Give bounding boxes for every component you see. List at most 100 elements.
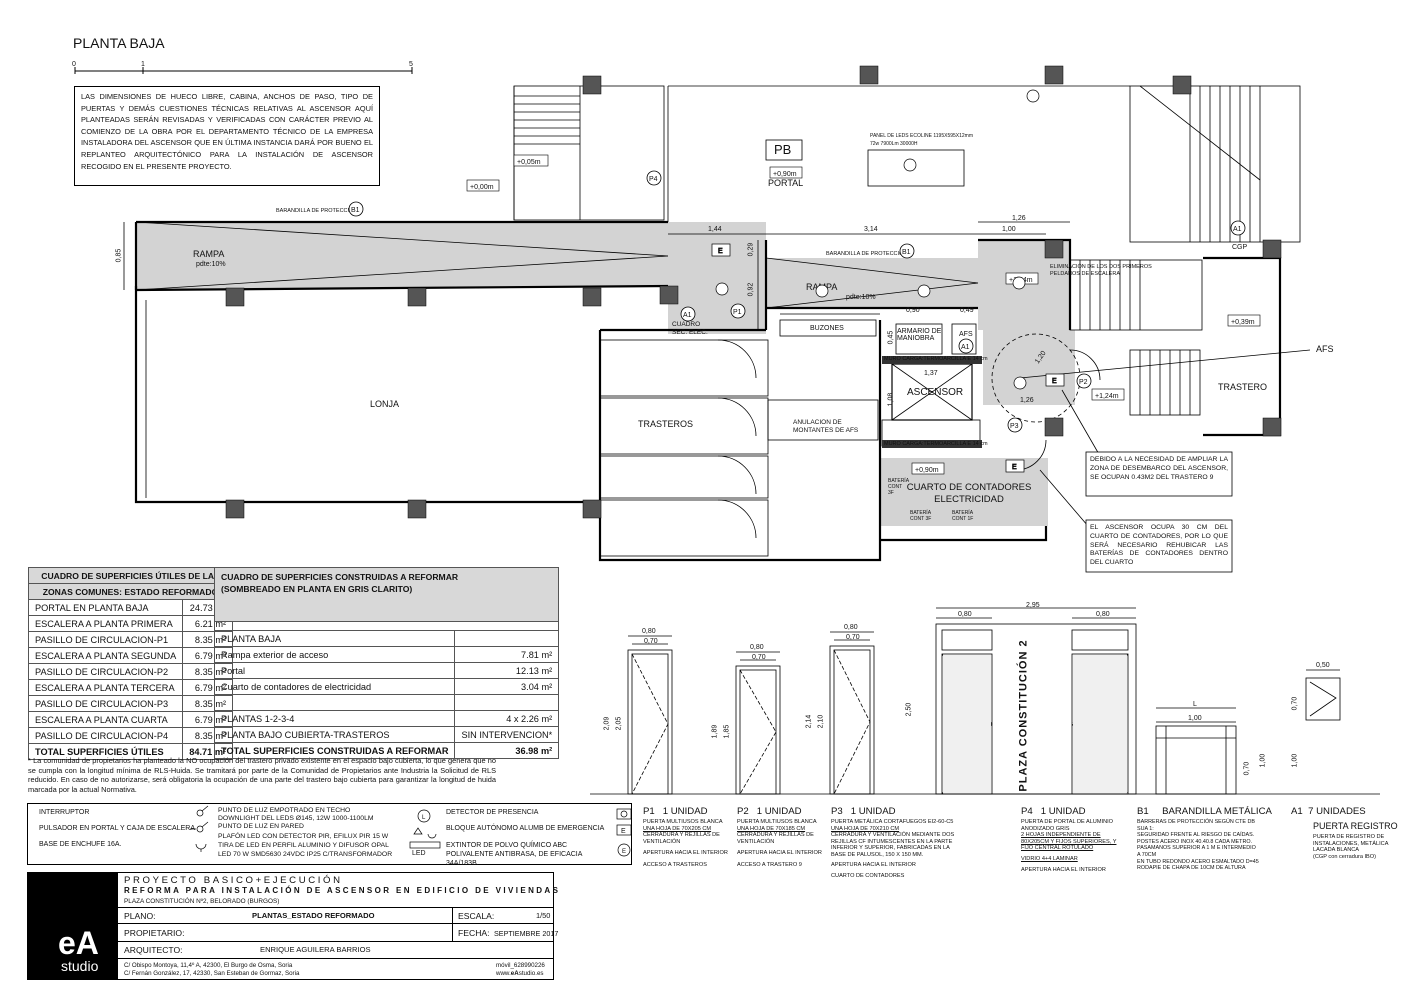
built-title-1: CUADRO DE SUPERFICIES CONSTRUIDAS A REFO…	[221, 572, 459, 582]
label-cuadro: CUADRO SEC. ELEC.	[672, 321, 708, 336]
callout-desembarco: DEBIDO A LA NECESIDAD DE AMPLIAR LA ZONA…	[1090, 456, 1228, 481]
tb-escala-label: ESCALA:	[458, 911, 495, 921]
tb-escala: 1/50	[536, 911, 551, 920]
useful-row-label: ESCALERA A PLANTA SEGUNDA	[27, 647, 184, 664]
carpentry-b1: B1 BARANDILLA METÁLICA BARRERAS DE PROTE…	[1137, 806, 1277, 872]
carpentry-p3: P3 1 UNIDAD PUERTA METÁLICA CORTAFUEGOS …	[831, 806, 961, 880]
useful-total-label: TOTAL SUPERFICIES ÚTILES	[27, 743, 184, 760]
level-7: +0,90m	[915, 467, 939, 474]
legend-luz-2: DOWNLIGHT DEL LEDS Ø145, 12W 1000-1100LM	[218, 815, 374, 822]
tag-p2: P2	[1079, 379, 1088, 386]
carp-line: PASAMANOS SUPERIOR A 1 M E INTERMEDIO	[1137, 845, 1256, 852]
carp-b1-tag: B1	[1137, 806, 1149, 817]
carp-line: 2 HOJAS INDEPENDIENTE DE	[1021, 832, 1101, 839]
carp-line: LACADA BLANCA	[1313, 847, 1360, 854]
dim-2: 3,14	[864, 226, 878, 233]
emergency-e-3: E	[1052, 378, 1057, 385]
elev-dim-4: 0,70	[752, 654, 766, 661]
carp-line: POSTES ACERO INOX 40.40.8 CADA METRO.	[1137, 838, 1253, 845]
carp-line: PUERTA METÁLICA CORTAFUEGOS EI2-60-C5	[831, 819, 954, 825]
tb-propietario-label: PROPIETARIO:	[124, 928, 185, 938]
label-panel2: 72w 7900Lm 30000H	[870, 141, 918, 147]
carp-line: INFERIOR Y SUPERIOR, FABRICADAS EN LA	[831, 845, 950, 852]
carp-line: PUERTA REGISTRO	[1313, 821, 1398, 831]
elev-h-3: 1,89	[711, 724, 719, 739]
top-note-text: LAS DIMENSIONES DE HUECO LIBRE, CABINA, …	[81, 92, 373, 171]
dim-vert-0-29: 0,29	[747, 242, 755, 257]
elev-dim-2: 0,70	[644, 638, 658, 645]
label-portal: PORTAL	[768, 178, 803, 188]
carp-p2-qty: 1 UNIDAD	[756, 806, 802, 817]
carp-a1-qty: 7 UNIDADES	[1308, 806, 1366, 817]
tb-project: PROYECTO BASICO+EJECUCIÓN	[124, 875, 343, 886]
elev-dim-3: 0,80	[750, 644, 764, 651]
level-5: +1,24m	[1095, 393, 1119, 400]
elev-h-2: 2,05	[615, 716, 623, 731]
dim-vert-0-85: 0,85	[115, 248, 123, 263]
useful-row-label: PASILLO DE CIRCULACION-P3	[27, 695, 184, 712]
built-row-label: PLANTAS 1-2-3-4	[213, 710, 456, 727]
tb-arquitecto-label: ARQUITECTO:	[124, 945, 183, 955]
carp-p4-qty: 1 UNIDAD	[1040, 806, 1086, 817]
carp-line: BARRERAS DE PROTECCIÓN SEGÚN CTE DB	[1137, 819, 1256, 825]
label-pb: PB	[774, 142, 791, 157]
label-bat2: BATERÍA CONT 3F	[910, 510, 932, 522]
label-contadores: CUARTO DE CONTADORES ELECTRICIDAD	[906, 482, 1032, 505]
legend-interruptor: INTERRUPTOR	[39, 809, 90, 816]
label-trastero: TRASTERO	[1218, 382, 1267, 392]
carp-line: SEGURIDAD FRENTE AL RIESGO DE CAÍDAS.	[1137, 832, 1255, 839]
tag-a1-3: A1	[1233, 226, 1242, 233]
callout-contadores: EL ASCENSOR OCUPA 30 CM DEL CUARTO DE CO…	[1090, 524, 1228, 567]
useful-surfaces-table: CUADRO DE SUPERFICIES ÚTILES DE LAS ZONA…	[27, 567, 234, 760]
dim-14: 1,26	[1020, 397, 1034, 404]
carp-p1-tag: P1	[643, 806, 655, 817]
tb-fecha: SEPTIEMBRE 2017	[494, 929, 559, 938]
tag-p3: P3	[1010, 423, 1019, 430]
built-row-label: PLANTA BAJA	[213, 630, 456, 647]
label-anulacion: ANULACION DE MONTANTES DE AFS	[793, 419, 859, 434]
carp-line: RODAPIE DE CHAPA DE 10CM DE ALTURA	[1137, 865, 1246, 872]
carp-line: VENTILACIÓN	[737, 838, 775, 845]
built-row-value	[454, 630, 560, 647]
carp-line: UNA HOJA DE 70X205 CM	[643, 825, 712, 832]
carp-a1-tag: A1	[1291, 806, 1303, 817]
carp-line: UNA HOJA DE 70X185 CM	[737, 825, 806, 832]
tb-web-post: studio.es	[518, 970, 544, 977]
legend-bloque: BLOQUE AUTÓNOMO ALUMB DE EMERGENCIA	[446, 825, 605, 832]
elev-dim-10: 0,50	[1316, 662, 1330, 669]
tb-web-pre: www.	[496, 970, 511, 977]
tag-a1-2: A1	[961, 344, 970, 351]
elev-h-4: 1,85	[723, 724, 731, 739]
carp-line: FIJO CENTRAL ROTULADO	[1021, 845, 1094, 852]
label-muro-2: MURO CARGA:TERMOARCILLA E 14 cm	[884, 441, 988, 447]
label-panel: PANEL DE LEDS ECOLINE 1195X595X12mm	[870, 133, 973, 139]
built-row-value	[454, 694, 560, 711]
label-elim: ELIMINACIÓN DE LOS DOS PRIMEROS PELDAÑOS…	[1050, 264, 1152, 277]
built-row-value: 12.13 m²	[454, 662, 560, 679]
useful-row-label: PASILLO DE CIRCULACION-P1	[27, 631, 184, 648]
carp-p1-qty: 1 UNIDAD	[662, 806, 708, 817]
legend-luz-4: PLAFÓN LED CON DETECTOR PIR, EFILUX PIR …	[218, 833, 389, 840]
tb-movil: móvil_628990226	[496, 962, 545, 969]
label-cgp: CGP	[1232, 244, 1248, 251]
legend-pulsador: PULSADOR EN PORTAL Y CAJA DE ESCALERA	[39, 825, 195, 832]
built-title-2: (SOMBREADO EN PLANTA EN GRIS CLARITO)	[221, 584, 413, 594]
elev-dim-5: 0,80	[844, 624, 858, 631]
label-ascensor: ASCENSOR	[907, 387, 963, 398]
carp-line: APERTURA HACIA EL INTERIOR	[1021, 866, 1106, 873]
level-1: +0,05m	[517, 159, 541, 166]
built-row-label	[213, 694, 456, 711]
useful-row-label: PASILLO DE CIRCULACION-P4	[27, 727, 184, 744]
carp-line: VIDRIO 4+4 LAMINAR	[1021, 855, 1078, 862]
carp-line: PUERTA MULTIUSOS BLANCA	[737, 819, 817, 825]
label-pdte-2: pdte:10%	[846, 294, 876, 301]
scale-5: 5	[409, 61, 413, 68]
carp-line: CERRADURA Y REJILLAS DE	[643, 832, 720, 839]
label-buzones: BUZONES	[810, 325, 844, 332]
dim-6: 0,49	[960, 307, 974, 314]
dim-vert-0-45: 0,45	[887, 330, 895, 345]
carp-line: (CGP con cerradura IBO)	[1313, 853, 1377, 860]
elev-dim-8: 0,80	[958, 611, 972, 618]
